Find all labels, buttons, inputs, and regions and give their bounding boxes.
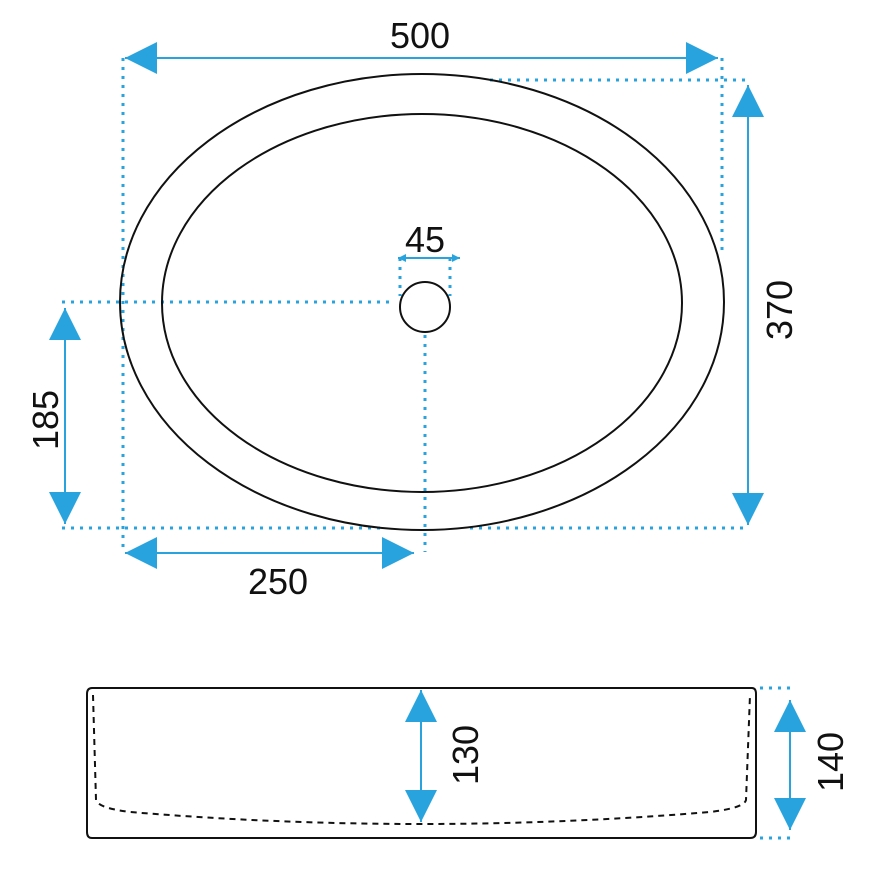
- side-view-outline: [86, 687, 757, 839]
- side-view-inner-bowl: [92, 694, 751, 825]
- center-width-label: 250: [248, 561, 308, 602]
- width-label: 500: [390, 15, 450, 56]
- center-depth-label: 185: [25, 390, 66, 450]
- basin-inner-bowl: [161, 113, 683, 493]
- drain-label: 45: [405, 219, 445, 260]
- basin-outer-rim: [119, 73, 725, 531]
- inner-height-label: 130: [445, 725, 486, 785]
- drain-hole: [399, 281, 451, 333]
- outer-height-label: 140: [810, 732, 851, 792]
- depth-label: 370: [759, 280, 800, 340]
- extension-lines: [62, 58, 792, 840]
